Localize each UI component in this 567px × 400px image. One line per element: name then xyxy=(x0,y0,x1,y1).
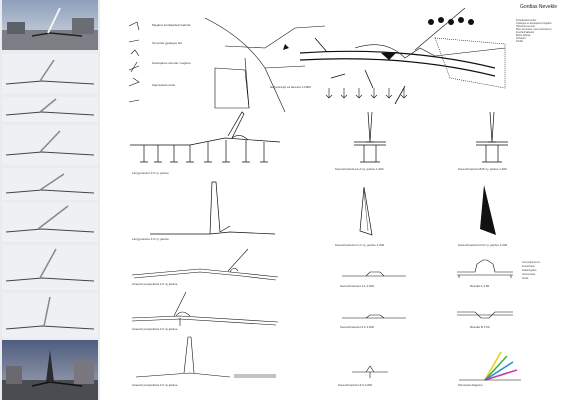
detail-drawing-b xyxy=(457,311,513,319)
detail-note-1: Acel palya lemez xyxy=(522,261,541,264)
label-elevation-top: Langynetszet 1:0 ny. jelolve xyxy=(132,171,169,175)
perspective-drawing-3 xyxy=(135,336,276,378)
render-thumb-7 xyxy=(2,245,98,290)
label-site-plan: Helyszinrajz es atnezet 1:2000 xyxy=(270,85,311,89)
render-thumb-6 xyxy=(2,202,98,242)
label-pylon-c: Keresztmetszet C-C ny. jelolve 1:200 xyxy=(335,243,385,247)
legend-item-5: Feszitett kabelek xyxy=(516,31,534,34)
label-persp-2: Atnezeti perspektiva 1:0 ny jelolve xyxy=(132,327,178,331)
small-legend-3: Kerekparos utvonal, meglevo xyxy=(152,61,191,65)
render-thumb-night xyxy=(2,340,98,400)
label-pylon-a: Keresztmetszet A-A ny. jelolve 1:200 xyxy=(335,167,384,171)
label-pylon-b: Keresztmetszet B-B ny. jelolve 1:200 xyxy=(458,167,507,171)
legend-item-1: Kozlekedesi terulet xyxy=(516,19,537,22)
label-persp-3: Atnezeti perspektiva 1:0 ny jelolve xyxy=(132,383,178,387)
sheet-title: Gordias Nevekle xyxy=(520,4,557,10)
legend-item-7: Vizfelulet xyxy=(516,37,526,40)
label-detail-a: Reszlet A 1:50 xyxy=(470,284,490,288)
render-thumb-3 xyxy=(2,97,98,122)
render-strip xyxy=(0,0,100,400)
legend-item-8: Partfal xyxy=(516,40,523,43)
render-thumb-4 xyxy=(2,125,98,165)
label-elevation-mid: Langynetszet 1:0 ny. jelolve xyxy=(132,237,169,241)
render-thumb-5 xyxy=(2,168,98,200)
render-photo-1 xyxy=(2,0,98,50)
pylon-section-a xyxy=(354,111,386,163)
elevation-drawing-2 xyxy=(150,181,276,235)
legend-item-6: Beton pillerek xyxy=(516,34,531,37)
detail-note-5: Korlat xyxy=(522,277,529,280)
color-diagram xyxy=(459,351,521,381)
render-thumb-top xyxy=(2,0,98,50)
small-legend-4: Kapcsolodo terek xyxy=(152,83,176,87)
render-thumb-2 xyxy=(2,54,98,94)
small-legend-1: Meglevo kozlekedesi halozat xyxy=(152,23,191,27)
detail-drawing-a xyxy=(457,259,513,278)
pylon-elevation-c xyxy=(359,186,373,236)
detail-note-3: Kabelrogzites xyxy=(522,269,537,272)
label-persp-1: Atnezeti perspektiva 1:0 ny jelolve xyxy=(132,282,178,286)
symbol-legend xyxy=(128,21,140,103)
pylon-elevation-d xyxy=(480,185,496,235)
perspective-drawing-2 xyxy=(131,291,279,326)
legend-item-3: Hidszerkezet acel xyxy=(516,25,535,28)
legend-item-2: Gyalogos es kerekparos forgalom xyxy=(516,22,552,25)
label-pylon-d: Keresztmetszet D-D ny. jelolve 1:200 xyxy=(458,243,508,247)
elevation-drawing-1 xyxy=(130,111,281,163)
label-color-diagram: Szinezesi diagram xyxy=(458,383,483,387)
detail-note-4: Vizelvezetes xyxy=(522,273,536,276)
small-legend-2: Tervezett gyalogos hid xyxy=(152,41,182,45)
pylon-section-b xyxy=(476,111,508,163)
section-markers xyxy=(325,88,408,99)
deck-section-2 xyxy=(342,314,406,319)
label-section-2: Keresztmetszet 2:2 1:200 xyxy=(340,325,375,329)
legend-item-4: Pilon szerkezet, acel csoszelveny xyxy=(516,28,552,31)
perspective-drawing-1 xyxy=(131,248,279,281)
site-plan xyxy=(204,7,506,113)
render-thumb-8 xyxy=(2,293,98,338)
deck-section-1 xyxy=(342,271,406,277)
label-section-1: Keresztmetszet 1:1 1:200 xyxy=(340,284,375,288)
detail-note-2: Kereszttarto xyxy=(522,265,535,268)
label-section-3: Keresztmetszet 3:3 1:200 xyxy=(338,383,373,387)
label-detail-b: Reszlet B 1:50 xyxy=(470,325,490,329)
render-photo-night xyxy=(2,340,98,400)
deck-section-3 xyxy=(352,365,388,378)
